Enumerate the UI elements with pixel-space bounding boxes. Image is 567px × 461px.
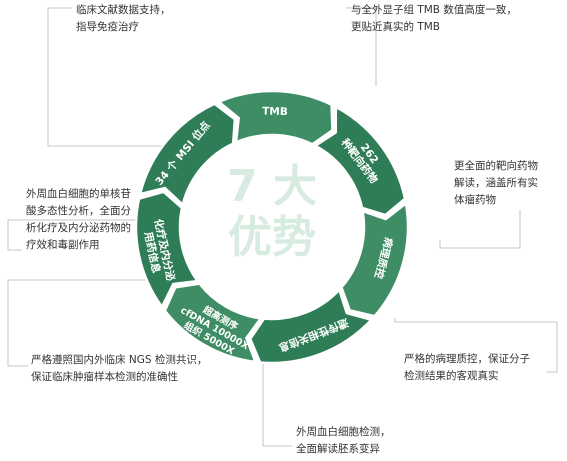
segment-label: TMB [262, 105, 288, 118]
note-line: 检测结果的客观真实 [404, 370, 499, 382]
segment-germline: 遗传性相关信息 [248, 287, 374, 365]
note-targeted-drugs: 更全面的靶向药物 解读，涵盖所有实 体瘤药物 [454, 158, 538, 209]
note-line: 解读，涵盖所有实 [454, 177, 538, 189]
center-text-line2: 优势 [228, 212, 316, 263]
segment-shape [312, 104, 407, 217]
segment-pathology: 病理质控 [340, 201, 410, 318]
note-chemo: 外周血白细胞的单核苷 酸多态性分析，全面分 析化疗及内分泌药物的 疗效和毒副作用 [26, 186, 131, 254]
note-line: 严格遵照国内外临床 NGS 检测共识， [31, 354, 208, 366]
center-label: 7 大 优势 [227, 161, 317, 263]
connector-line [394, 318, 558, 373]
note-line: 严格的病理质控，保证分子 [404, 353, 530, 365]
segment-shape [216, 89, 334, 146]
center-text-line1: 7 大 [227, 161, 317, 212]
connector-line [47, 7, 170, 147]
connector-line [439, 210, 521, 249]
note-line: 酸多态性分析，全面分 [26, 205, 131, 217]
note-sequencing-depth: 严格遵照国内外临床 NGS 检测共识， 保证临床肿瘤样本检测的准确性 [31, 352, 207, 386]
segment-shape [138, 102, 237, 208]
note-line: 保证临床肿瘤样本检测的准确性 [31, 371, 178, 383]
note-line: 析化疗及内分泌药物的 [26, 222, 131, 234]
connector-line [7, 219, 165, 251]
note-pathology: 严格的病理质控，保证分子 检测结果的客观真实 [404, 351, 530, 385]
note-msi: 临床文献数据支持， 指导免疫治疗 [76, 2, 171, 36]
note-line: 全面解读胚系变异 [296, 443, 380, 455]
segment-shape [163, 282, 264, 364]
note-line: 更全面的靶向药物 [454, 160, 538, 172]
note-line: 外周血白细胞检测， [296, 426, 391, 438]
segment-shape [340, 201, 410, 318]
note-line: 体瘤药物 [454, 194, 496, 206]
note-line: 更贴近真实的 TMB [351, 21, 441, 33]
note-line: 与全外显子组 TMB 数值高度一致， [351, 4, 517, 16]
note-line: 外周血白细胞的单核苷 [26, 188, 131, 200]
segment-tmb: TMB [216, 89, 334, 146]
connector-line [346, 7, 377, 86]
segment-msi: 34 个 MSI 位点 [138, 102, 237, 208]
note-line: 疗效和毒副作用 [26, 239, 100, 251]
note-germline: 外周血白细胞检测， 全面解读胚系变异 [296, 424, 391, 458]
segment-shape [134, 190, 200, 310]
note-line: 临床文献数据支持， [76, 4, 171, 16]
note-tmb: 与全外显子组 TMB 数值高度一致， 更贴近真实的 TMB [351, 2, 517, 36]
connector-line [262, 364, 292, 447]
connector-line [7, 255, 158, 367]
segment-shape [248, 287, 374, 365]
note-line: 指导免疫治疗 [76, 21, 139, 33]
